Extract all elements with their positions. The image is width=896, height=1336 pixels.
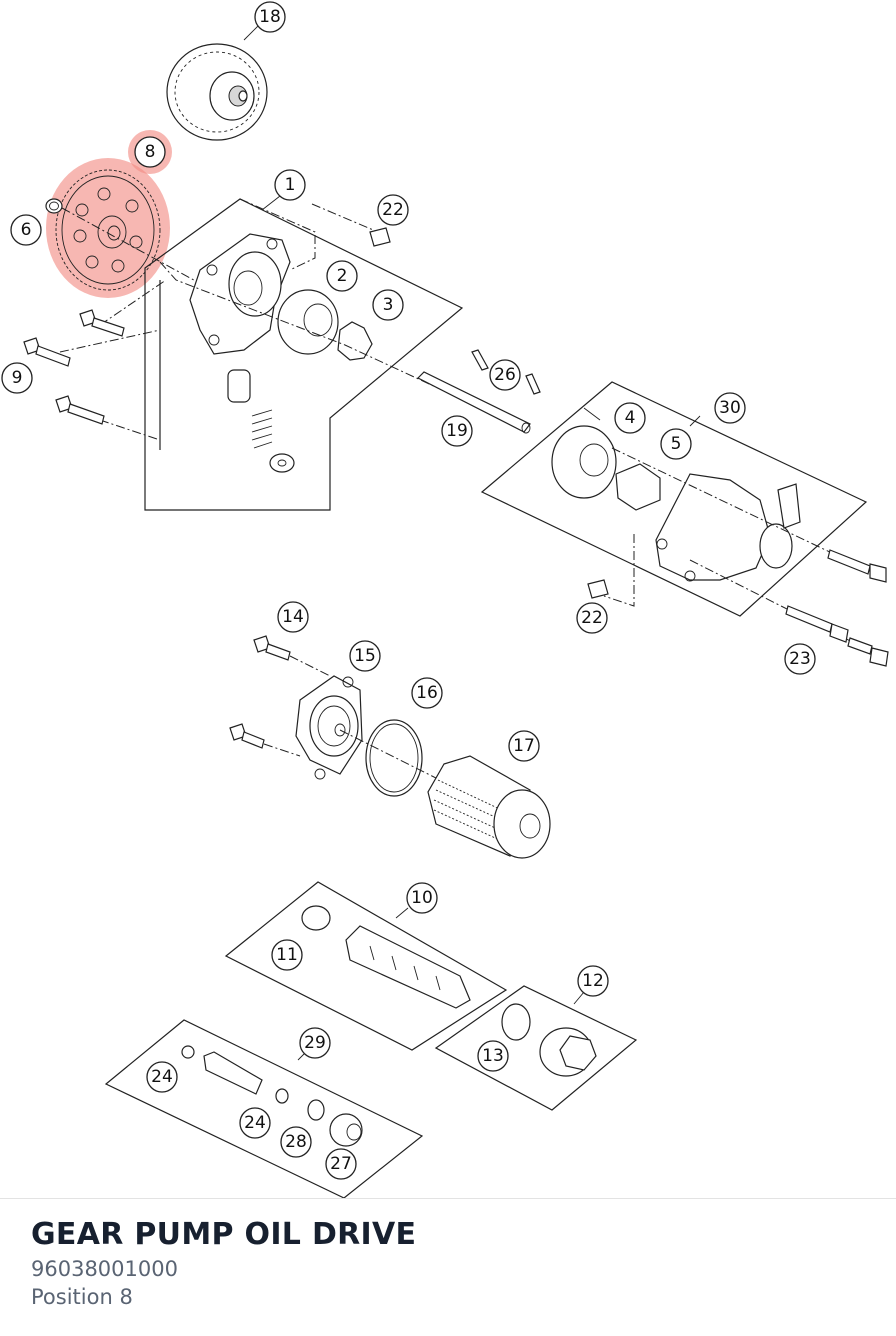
svg-text:3: 3 (383, 295, 394, 315)
svg-text:11: 11 (276, 945, 298, 965)
rotor-part-3[interactable] (337, 321, 373, 361)
o-ring-part-13[interactable] (501, 1003, 531, 1041)
svg-text:14: 14 (282, 607, 304, 627)
callout-1[interactable]: 1 (274, 169, 306, 201)
callout-12[interactable]: 12 (577, 965, 609, 997)
oil-filter-part-17[interactable] (427, 755, 551, 859)
callout-19[interactable]: 19 (441, 415, 473, 447)
svg-text:19: 19 (446, 421, 468, 441)
valve-part-29[interactable] (203, 1051, 263, 1095)
svg-text:17: 17 (513, 736, 535, 756)
svg-text:26: 26 (494, 365, 516, 385)
callout-22-top[interactable]: 22 (377, 194, 409, 226)
svg-text:15: 15 (354, 646, 376, 666)
svg-text:5: 5 (671, 434, 682, 454)
svg-text:23: 23 (789, 649, 811, 669)
callout-30[interactable]: 30 (714, 392, 746, 424)
callout-24-left[interactable]: 24 (146, 1061, 178, 1093)
part-position: Position 8 (31, 1285, 133, 1309)
screws-part-23[interactable] (785, 549, 889, 667)
rotor-part-5[interactable] (615, 463, 661, 511)
pump-housing-part-30[interactable] (655, 473, 801, 582)
dowel-part-22-top[interactable] (369, 227, 391, 247)
screws-part-14[interactable] (229, 635, 291, 749)
callout-28[interactable]: 28 (280, 1126, 312, 1158)
gear-part-18[interactable] (166, 43, 268, 141)
rotor-part-4[interactable] (551, 425, 617, 499)
callout-5[interactable]: 5 (660, 428, 692, 460)
callout-22-bottom[interactable]: 22 (576, 602, 608, 634)
dowel-part-22-bottom[interactable] (587, 579, 609, 599)
svg-text:29: 29 (304, 1033, 326, 1053)
callout-4[interactable]: 4 (614, 402, 646, 434)
callout-27[interactable]: 27 (325, 1148, 357, 1180)
callout-16[interactable]: 16 (411, 677, 443, 709)
relief-valve[interactable] (227, 369, 295, 473)
o-ring-part-16[interactable] (365, 719, 423, 797)
pump-housing-part-1[interactable] (189, 233, 291, 355)
callout-6[interactable]: 6 (10, 214, 42, 246)
svg-text:16: 16 (416, 683, 438, 703)
pins-part-26[interactable] (471, 349, 541, 395)
svg-text:8: 8 (145, 142, 156, 162)
valve-insert-part-10[interactable] (345, 925, 471, 1009)
svg-text:13: 13 (482, 1046, 504, 1066)
part-title: GEAR PUMP OIL DRIVE (31, 1217, 417, 1252)
callout-26[interactable]: 26 (489, 359, 521, 391)
callout-9[interactable]: 9 (1, 362, 33, 394)
part-info-footer: GEAR PUMP OIL DRIVE 96038001000 Position… (0, 1198, 896, 1336)
part-number: 96038001000 (31, 1257, 178, 1281)
screw-plug-part-12[interactable] (539, 1027, 597, 1077)
svg-text:28: 28 (285, 1132, 307, 1152)
svg-text:30: 30 (719, 398, 741, 418)
svg-text:1: 1 (285, 175, 296, 195)
svg-text:2: 2 (337, 266, 348, 286)
svg-text:9: 9 (12, 368, 23, 388)
shaft-part-19[interactable] (416, 371, 531, 434)
svg-text:4: 4 (625, 408, 636, 428)
svg-text:12: 12 (582, 971, 604, 991)
svg-text:24: 24 (244, 1113, 266, 1133)
svg-text:24: 24 (151, 1067, 173, 1087)
svg-text:10: 10 (411, 888, 433, 908)
circlip-part-6[interactable] (45, 198, 63, 214)
svg-text:18: 18 (259, 7, 281, 27)
callout-14[interactable]: 14 (277, 601, 309, 633)
svg-text:27: 27 (330, 1154, 352, 1174)
o-ring-part-11[interactable] (301, 905, 331, 931)
circlip-part-24-left[interactable] (181, 1045, 195, 1059)
svg-text:6: 6 (21, 220, 32, 240)
o-ring-part-28[interactable] (307, 1099, 325, 1121)
callout-15[interactable]: 15 (349, 640, 381, 672)
screw-plug-part-27[interactable] (329, 1113, 363, 1147)
callout-29[interactable]: 29 (299, 1027, 331, 1059)
callout-11[interactable]: 11 (271, 939, 303, 971)
callout-24-right[interactable]: 24 (239, 1107, 271, 1139)
callout-2[interactable]: 2 (326, 260, 358, 292)
rotor-part-2[interactable] (277, 289, 339, 355)
circlip-part-24-right[interactable] (275, 1088, 289, 1104)
callout-23[interactable]: 23 (784, 643, 816, 675)
callout-10[interactable]: 10 (406, 882, 438, 914)
callout-17[interactable]: 17 (508, 730, 540, 762)
filter-cover-part-15[interactable] (295, 675, 363, 780)
gear-part-8[interactable] (55, 169, 161, 291)
svg-text:22: 22 (382, 200, 404, 220)
callout-8[interactable]: 8 (134, 136, 166, 168)
callout-13[interactable]: 13 (477, 1040, 509, 1072)
callout-18[interactable]: 18 (254, 1, 286, 33)
exploded-parts-diagram: 18 8 6 1 22 2 3 9 26 19 4 30 5 22 23 14 … (1, 1, 889, 1198)
callout-3[interactable]: 3 (372, 289, 404, 321)
screws-part-9[interactable] (23, 309, 125, 425)
svg-text:22: 22 (581, 608, 603, 628)
